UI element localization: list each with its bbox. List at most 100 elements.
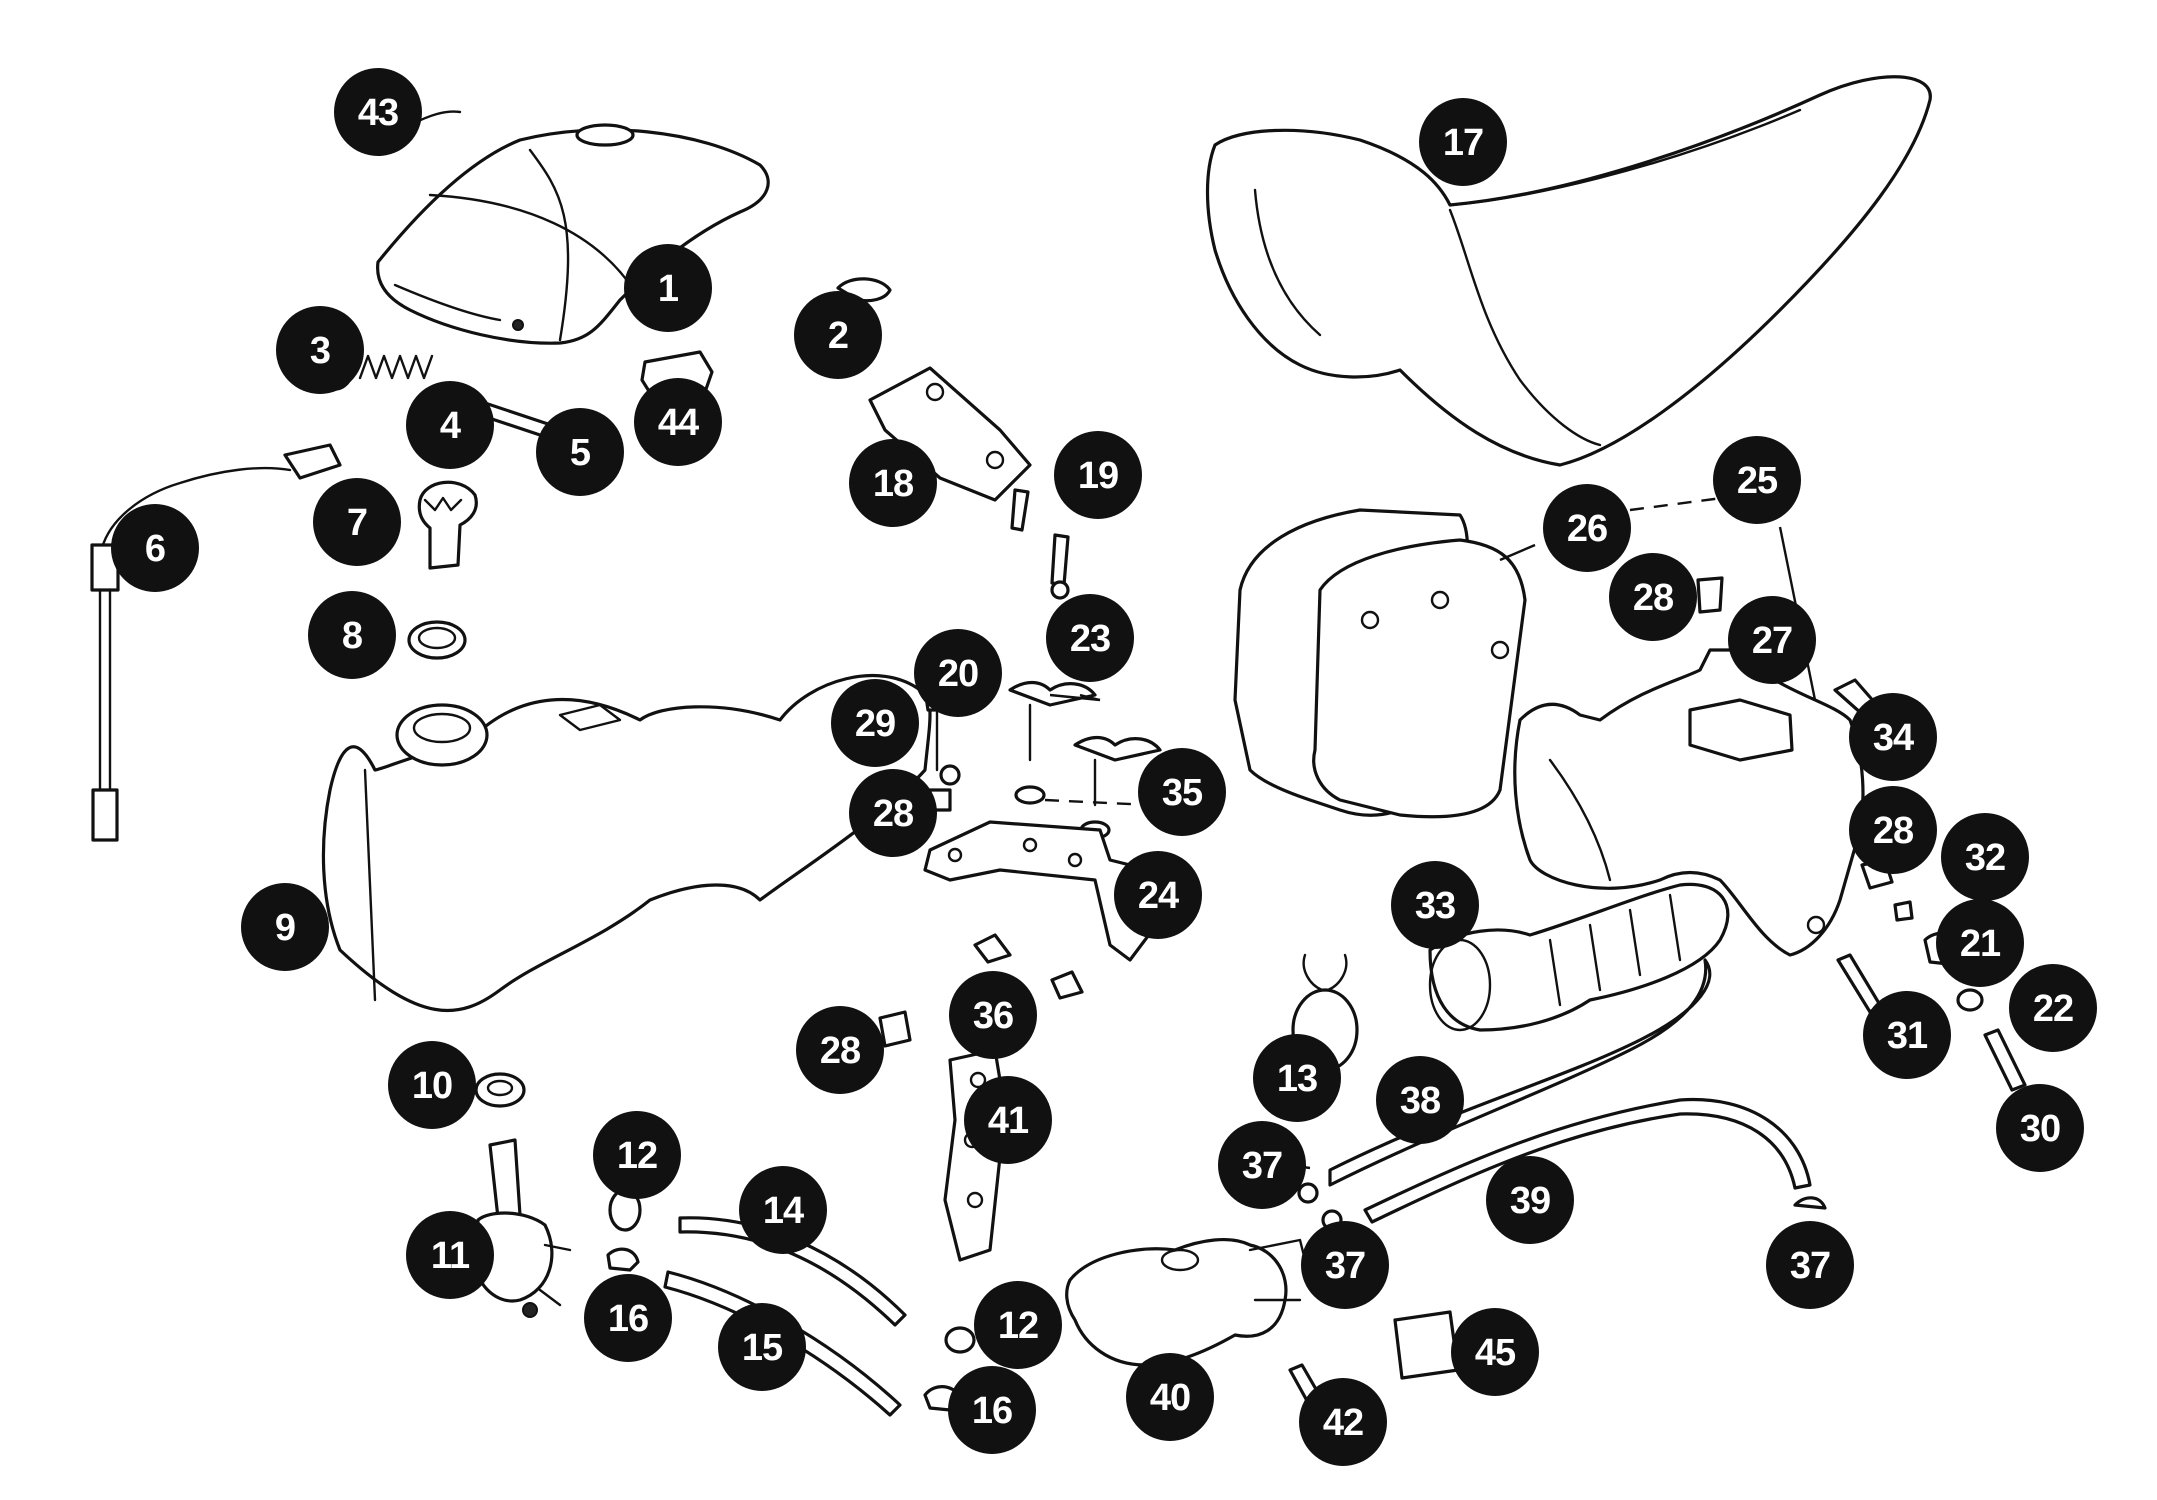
callout-circle [1391, 861, 1479, 949]
callout-number: 10 [412, 1065, 452, 1107]
callout-number: 33 [1415, 885, 1455, 927]
callout-circle [796, 1006, 884, 1094]
part-screws-19 [1010, 488, 1070, 600]
callout-32: 32 [1941, 813, 2029, 901]
callout-number: 8 [342, 615, 362, 657]
callout-circle [593, 1111, 681, 1199]
callout-number: 28 [820, 1030, 860, 1072]
part-pump-7 [417, 480, 478, 570]
callout-number: 12 [617, 1135, 657, 1177]
callout-14: 14 [739, 1166, 827, 1254]
part-ring-8 [407, 620, 467, 660]
callout-circle [634, 378, 722, 466]
part-hose-15 [663, 1270, 902, 1417]
callout-1: 1 [624, 244, 712, 332]
callout-45: 45 [1451, 1308, 1539, 1396]
part-air-filter-26 [1233, 508, 1527, 819]
callout-circle [1054, 431, 1142, 519]
part-intake-boot-33 [1428, 882, 1730, 1032]
part-screw-31 [1836, 953, 1882, 1014]
callout-number: 38 [1400, 1080, 1440, 1122]
callout-number: 16 [608, 1298, 648, 1340]
callout-17: 17 [1419, 98, 1507, 186]
callout-30: 30 [1996, 1084, 2084, 1172]
callout-37: 37 [1301, 1221, 1389, 1309]
callout-18: 18 [849, 439, 937, 527]
callout-36: 36 [949, 971, 1037, 1059]
callout-number: 22 [2033, 988, 2073, 1030]
part-fuel-tank-9 [321, 674, 932, 1013]
part-fitting-40 [1065, 1238, 1307, 1367]
callout-44: 44 [634, 378, 722, 466]
callout-28: 28 [1609, 553, 1697, 641]
callout-circle [1419, 98, 1507, 186]
part-nut-22 [1956, 988, 1984, 1012]
part-fuel-tap-11 [473, 1138, 572, 1318]
callout-circle [1218, 1121, 1306, 1209]
callout-circle [849, 439, 937, 527]
callout-circle [1849, 786, 1937, 874]
part-pad-45 [1393, 1310, 1460, 1380]
callout-circle [1849, 693, 1937, 781]
callout-25: 25 [1713, 436, 1801, 524]
part-washer-10 [474, 1072, 526, 1108]
callout-number: 28 [1873, 810, 1913, 852]
callout-number: 24 [1138, 875, 1179, 917]
callout-13: 13 [1253, 1034, 1341, 1122]
callout-circle [739, 1166, 827, 1254]
callout-number: 18 [873, 463, 913, 505]
callout-number: 40 [1150, 1377, 1190, 1419]
callout-number: 37 [1242, 1145, 1282, 1187]
callout-24: 24 [1114, 851, 1202, 939]
callout-circle [948, 1366, 1036, 1454]
callout-10: 10 [388, 1041, 476, 1129]
callout-21: 21 [1936, 899, 2024, 987]
callout-28: 28 [1849, 786, 1937, 874]
part-plate-24 [923, 820, 1162, 962]
callout-33: 33 [1391, 861, 1479, 949]
callout-26: 26 [1543, 484, 1631, 572]
callout-8: 8 [308, 591, 396, 679]
callout-5: 5 [536, 408, 624, 496]
callout-42: 42 [1299, 1378, 1387, 1466]
part-seat-17 [1205, 75, 1932, 467]
callout-29: 29 [831, 679, 919, 767]
callout-circle [308, 591, 396, 679]
callout-circle [1126, 1353, 1214, 1441]
callout-7: 7 [313, 478, 401, 566]
callout-number: 34 [1873, 717, 1914, 759]
callout-circle [313, 478, 401, 566]
part-washer-12b [944, 1326, 976, 1354]
part-clip-36b [1050, 970, 1084, 1000]
callout-number: 25 [1737, 460, 1778, 502]
callout-circle [334, 68, 422, 156]
callout-number: 41 [988, 1100, 1029, 1142]
callout-6: 6 [111, 504, 199, 592]
callout-number: 30 [2020, 1108, 2060, 1150]
callout-circle [388, 1041, 476, 1129]
callout-circle [1046, 594, 1134, 682]
callout-circle [1486, 1156, 1574, 1244]
callout-number: 16 [972, 1390, 1012, 1432]
callout-circle [624, 244, 712, 332]
callout-15: 15 [718, 1303, 806, 1391]
callout-circle [1941, 813, 2029, 901]
callout-number: 6 [145, 528, 165, 570]
callout-circle [406, 381, 494, 469]
callout-34: 34 [1849, 693, 1937, 781]
callout-41: 41 [964, 1076, 1052, 1164]
callout-number: 5 [570, 432, 591, 474]
part-clip-37c [1793, 1196, 1827, 1210]
callout-39: 39 [1486, 1156, 1574, 1244]
part-clip-16a [606, 1247, 640, 1272]
part-bracket-18 [868, 366, 1032, 502]
part-sensor-lead-6 [90, 443, 342, 842]
callout-circle [2009, 964, 2097, 1052]
callout-circle [1863, 991, 1951, 1079]
callout-37: 37 [1218, 1121, 1306, 1209]
callout-circle [1728, 596, 1816, 684]
callout-circle [111, 504, 199, 592]
callout-circle [974, 1281, 1062, 1369]
